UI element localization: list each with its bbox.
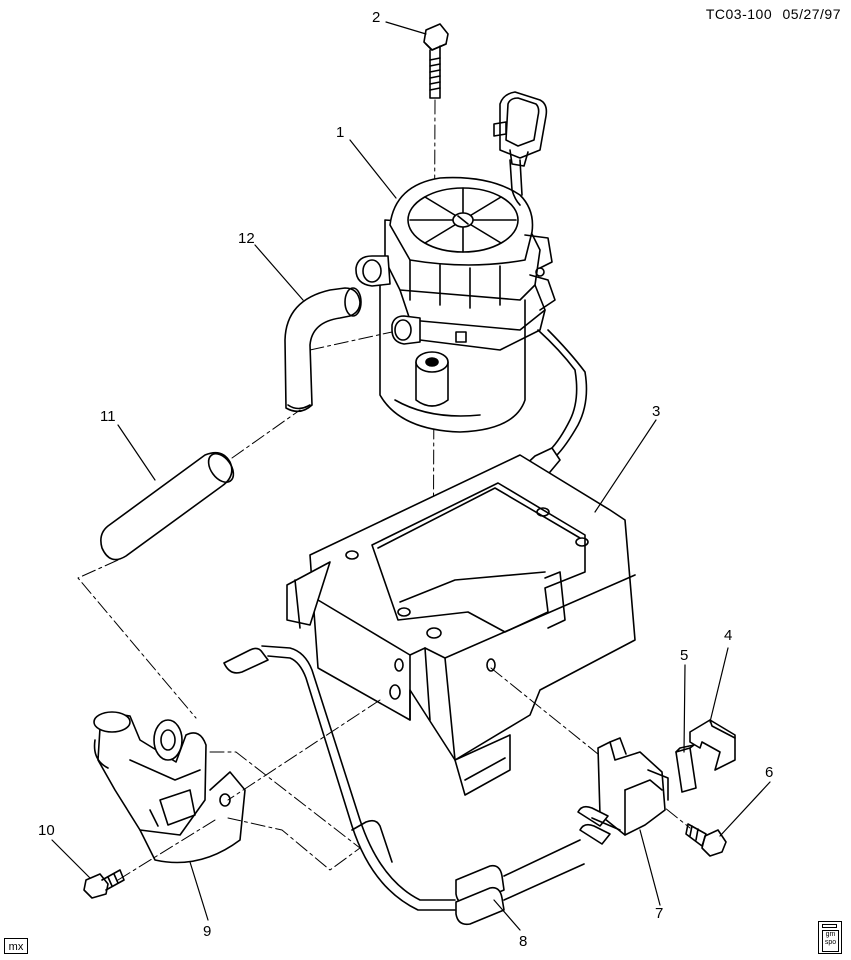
vacuum-tube-part-8: [223, 645, 585, 926]
callout-8: 8: [519, 933, 527, 950]
callout-10: 10: [38, 822, 55, 839]
callout-3: 3: [652, 403, 660, 420]
valve-part-9: [93, 711, 246, 864]
callout-11: 11: [100, 408, 116, 425]
callout-2: 2: [372, 9, 380, 26]
solenoid-part-7: [577, 737, 669, 845]
callout-9: 9: [203, 923, 211, 940]
callout-6: 6: [765, 764, 773, 781]
clip-part-4: [689, 719, 736, 771]
diagram-code: TC03-100: [705, 6, 773, 22]
diagram-date: 05/27/97: [782, 6, 841, 22]
bolt-part-2: [423, 23, 449, 99]
screw-part-6: [685, 823, 727, 857]
hose-part-11: [100, 451, 235, 561]
diagram-header: TC03-100 05/27/97: [700, 6, 841, 22]
callout-5: 5: [680, 647, 688, 664]
mx-label: mx: [4, 938, 28, 954]
callout-4: 4: [724, 627, 732, 644]
gm-spo-logo-text: gm spo: [822, 930, 839, 952]
bracket-part-3: [286, 454, 636, 796]
leader-lines: [51, 21, 771, 931]
hose-part-12: [284, 287, 362, 413]
retainer-part-5: [675, 744, 697, 793]
gm-spo-logo: gm spo: [818, 921, 842, 954]
callout-12: 12: [238, 230, 255, 247]
bolt-part-10: [83, 869, 125, 899]
callout-7: 7: [655, 905, 663, 922]
air-pump-part-1: [355, 91, 588, 485]
callout-1: 1: [336, 124, 344, 141]
